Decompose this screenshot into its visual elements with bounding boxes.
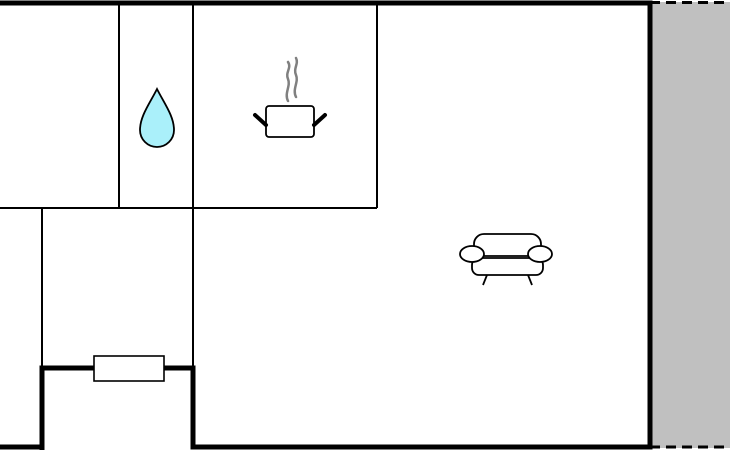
sofa-arm-right (527, 245, 553, 263)
steam-line (293, 56, 299, 99)
water-drop-icon (139, 86, 175, 148)
pot-body (265, 105, 315, 138)
sofa-arm-left (459, 245, 485, 263)
interior-walls (0, 3, 378, 445)
steam-line (285, 60, 291, 103)
terrace-floor (650, 2, 730, 448)
terrace (650, 1, 730, 449)
sofa-icon (459, 233, 553, 286)
exterior-walls (0, 0, 653, 450)
sofa-leg (482, 274, 488, 286)
pot-handle-left (253, 113, 268, 127)
sofa-back (473, 233, 542, 257)
pot-handle-right (312, 113, 327, 127)
sofa-seat (471, 257, 544, 276)
sofa-leg (527, 274, 533, 286)
radiator-icon (93, 355, 165, 382)
exterior-wall-top-right (0, 0, 653, 450)
cooking-pot-icon (253, 56, 327, 138)
